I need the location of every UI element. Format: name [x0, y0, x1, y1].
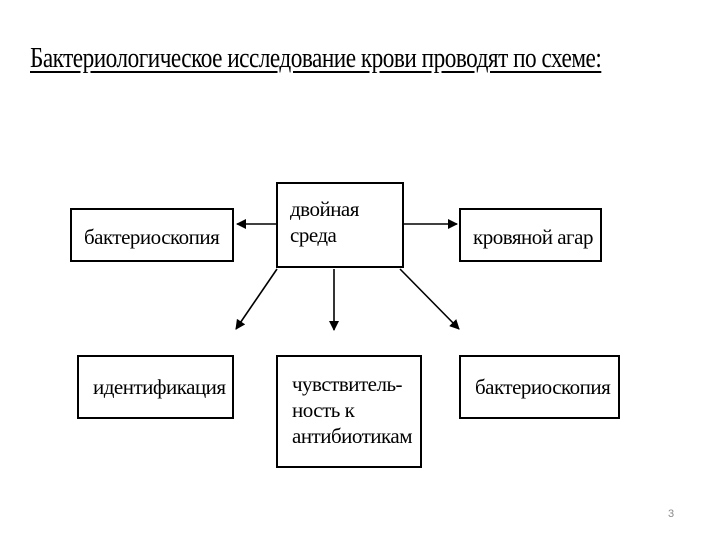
node-label: бактериоскопия	[475, 375, 611, 399]
node-bacterioscopy-right: бактериоскопия	[459, 355, 620, 419]
page-number: 3	[668, 508, 675, 520]
node-identification: идентификация	[77, 355, 234, 419]
node-label: чувствитель- ность к антибиотикам	[292, 372, 413, 448]
arrow-to-bottom-right	[399, 268, 460, 330]
node-bacterioscopy-left: бактериоскопия	[70, 208, 234, 262]
node-blood-agar: кровяной агар	[459, 208, 602, 262]
node-double-medium: двойная среда	[276, 182, 404, 268]
node-label: идентификация	[93, 375, 226, 399]
slide-title: Бактериологическое исследование крови пр…	[30, 43, 602, 74]
arrow-to-bottom-left	[235, 268, 278, 330]
node-antibiotic-sensitivity: чувствитель- ность к антибиотикам	[276, 355, 422, 468]
node-label: бактериоскопия	[84, 225, 220, 249]
node-label: двойная среда	[290, 197, 359, 247]
node-label: кровяной агар	[473, 225, 593, 249]
